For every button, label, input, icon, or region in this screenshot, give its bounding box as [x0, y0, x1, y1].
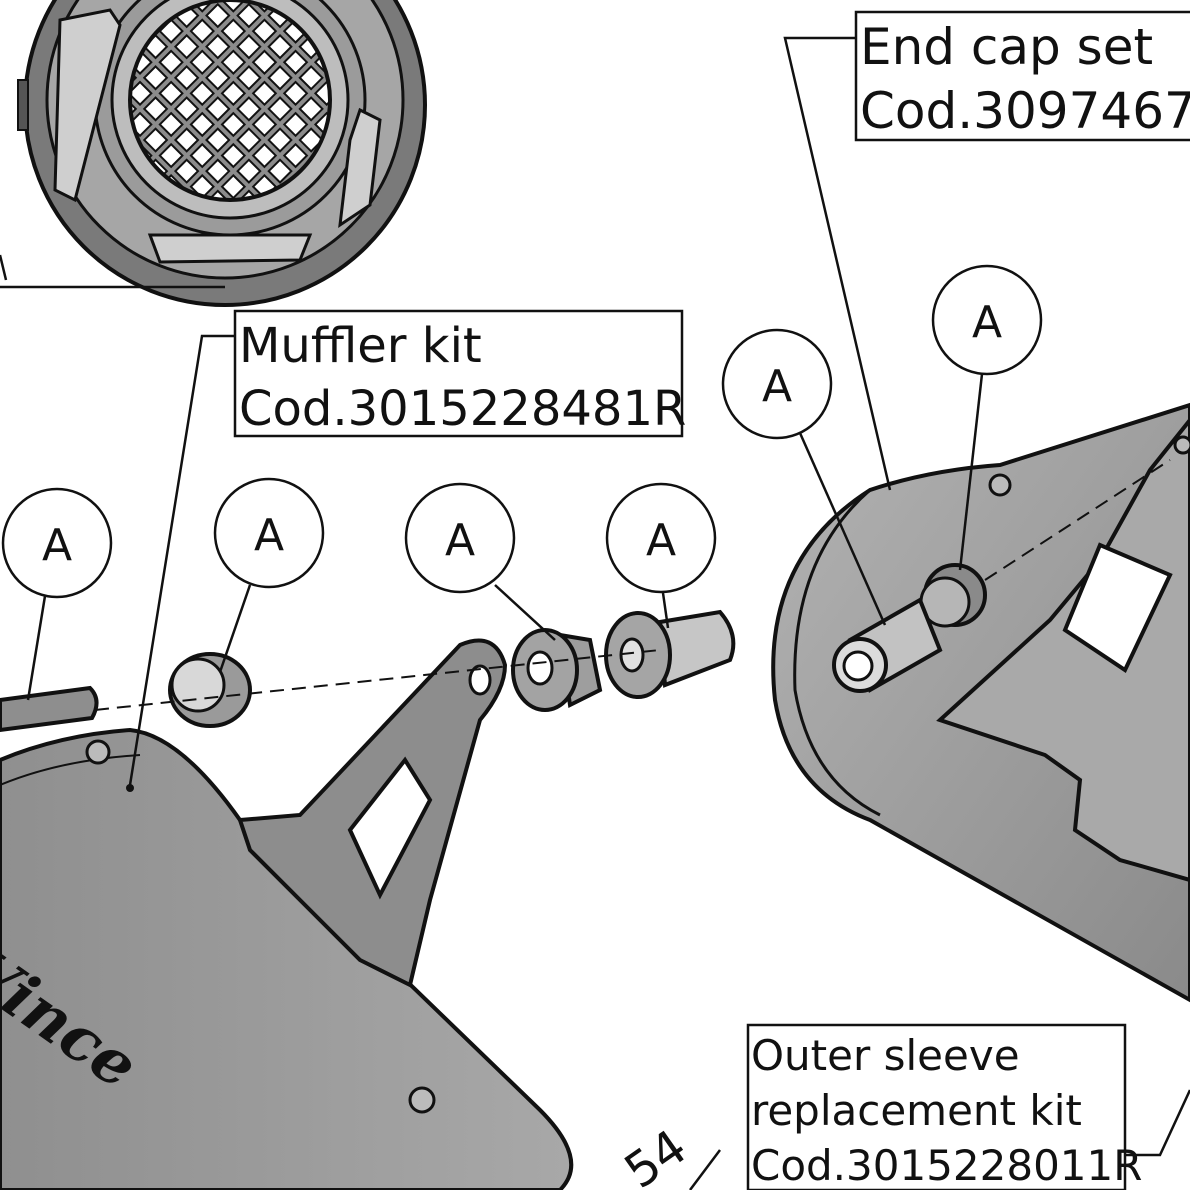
balloon-a: A [213, 477, 325, 589]
right-muffler-body [771, 402, 1190, 1003]
mounting-rod [0, 685, 99, 733]
right-bracket-cutout [1062, 542, 1173, 673]
balloon-label: A [972, 297, 1002, 348]
balloon-label: A [445, 515, 475, 566]
balloon-label: A [762, 361, 792, 412]
muffler-leader [128, 334, 237, 786]
flanged-bushing [604, 609, 736, 699]
end-cap-assembly [17, 0, 427, 307]
left-muffler-body [0, 727, 574, 1190]
callout-muffler-kit: Muffler kit Cod.3015228481R [233, 309, 686, 438]
balloon-a: A [931, 264, 1043, 376]
left-bracket-cutout [347, 756, 433, 900]
balloon-a: A [605, 482, 717, 594]
balloon-a: A [721, 328, 833, 440]
callout-outer-sleeve-subtitle: replacement kit [751, 1086, 1082, 1135]
balloon-label: A [646, 515, 676, 566]
callout-end-cap-title: End cap set [860, 18, 1153, 76]
right-bracket-plate [936, 416, 1190, 883]
end-cap-slot [338, 107, 382, 229]
callout-muffler-code: Cod.3015228481R [239, 381, 686, 437]
balloon-label: A [254, 510, 284, 561]
dimension-label: 54 [615, 1119, 697, 1190]
callout-end-cap-set: End cap set Cod.30974670 [854, 10, 1190, 142]
callout-end-cap-code: Cod.30974670 [860, 82, 1190, 140]
right-spacer-stack [832, 563, 987, 693]
balloon-label: A [42, 520, 72, 571]
flanged-spacer [511, 628, 603, 712]
callout-outer-sleeve-code: Cod.3015228011R [751, 1141, 1142, 1190]
rubber-grommet [168, 652, 252, 728]
balloon-a: A [1, 487, 113, 599]
outer-sleeve-leader [1125, 1089, 1190, 1157]
end-cap-slot [147, 233, 313, 264]
callout-muffler-title: Muffler kit [239, 318, 482, 374]
callout-outer-sleeve-kit: Outer sleeve replacement kit Cod.3015228… [746, 1023, 1142, 1190]
left-bracket [237, 638, 508, 988]
balloon-a: A [404, 482, 516, 594]
end-cap-leader [783, 36, 892, 491]
callout-outer-sleeve-title: Outer sleeve [751, 1031, 1020, 1080]
end-cap-slot [53, 8, 122, 203]
